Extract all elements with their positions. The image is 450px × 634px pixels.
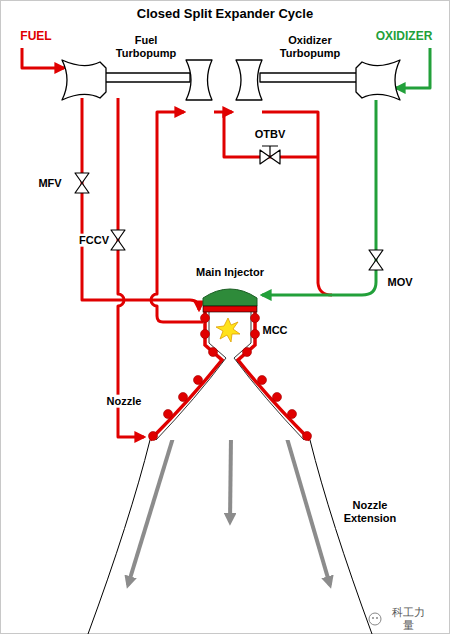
cooling-jacket-dot	[194, 376, 203, 385]
turbopump	[102, 73, 190, 82]
exhaust-arrow	[128, 428, 176, 585]
exhaust-arrow	[284, 428, 330, 585]
fuel-line	[22, 48, 64, 68]
combustion-chamber	[216, 318, 240, 342]
valve-symbol	[75, 173, 89, 193]
cooling-jacket-dot	[273, 393, 282, 402]
flow-label: OXIDIZER	[375, 30, 434, 44]
cooling-jacket-dot	[251, 314, 260, 323]
cooling-jacket-dot	[243, 348, 252, 357]
fuel-line	[82, 98, 199, 310]
valve-label: MFV	[37, 177, 62, 190]
watermark-icon	[372, 617, 374, 619]
watermark: 科工力量	[387, 606, 429, 631]
component-label: Main Injector	[195, 266, 265, 279]
watermark-icon	[376, 617, 378, 619]
cooling-jacket-dot	[164, 410, 173, 419]
cooling-jacket-dot	[251, 330, 260, 339]
component-label: Oxidizer Turbopump	[269, 34, 351, 59]
turbopump	[260, 73, 364, 82]
combustion-chamber	[150, 308, 310, 440]
turbopump	[236, 60, 262, 100]
fuel-line	[118, 98, 144, 437]
flow-label: FUEL	[19, 30, 52, 44]
cooling-jacket-dot	[179, 393, 188, 402]
combustion-chamber	[234, 310, 304, 440]
turbopump	[62, 60, 400, 100]
turbopump	[186, 60, 212, 100]
component-label: Nozzle Extension	[337, 499, 403, 524]
watermark-icon	[369, 613, 381, 625]
valve-label: FCCV	[78, 234, 110, 247]
combustion-chamber	[150, 308, 310, 440]
oxidizer-line	[396, 48, 430, 88]
nozzle-extension	[310, 440, 372, 634]
component-label: Fuel Turbopump	[110, 34, 182, 59]
fuel-line	[22, 48, 332, 437]
watermark-icon	[369, 613, 381, 625]
cooling-jacket-dot	[201, 330, 210, 339]
combustion-chamber	[150, 308, 222, 440]
valve-symbol	[75, 146, 383, 270]
valve-symbol	[369, 250, 383, 270]
turbopump	[356, 60, 400, 100]
cooling-jacket-dot	[303, 432, 312, 441]
valve-symbol	[262, 146, 278, 157]
turbopump	[62, 60, 106, 100]
fuel-line	[151, 112, 203, 322]
main-injector	[203, 306, 257, 312]
cooling-jacket-dot	[149, 432, 158, 441]
valve-symbol	[111, 230, 125, 250]
valve-label: OTBV	[254, 128, 287, 141]
cooling-jacket-dot	[258, 376, 267, 385]
oxidizer-line	[262, 48, 430, 295]
component-label: Nozzle	[106, 395, 143, 408]
component-label: MCC	[261, 324, 288, 337]
valve-label: MOV	[386, 276, 413, 289]
main-injector	[203, 289, 257, 306]
cooling-jacket-dot	[201, 314, 210, 323]
combustion-chamber	[156, 310, 226, 440]
cooling-jacket-dot	[288, 410, 297, 419]
cooling-jacket-dot	[209, 348, 218, 357]
fuel-line	[224, 112, 318, 157]
cooling-jacket-dot	[149, 314, 312, 441]
main-injector	[203, 289, 257, 312]
combustion-chamber	[238, 308, 310, 440]
diagram-title: Closed Split Expander Cycle	[0, 6, 450, 21]
